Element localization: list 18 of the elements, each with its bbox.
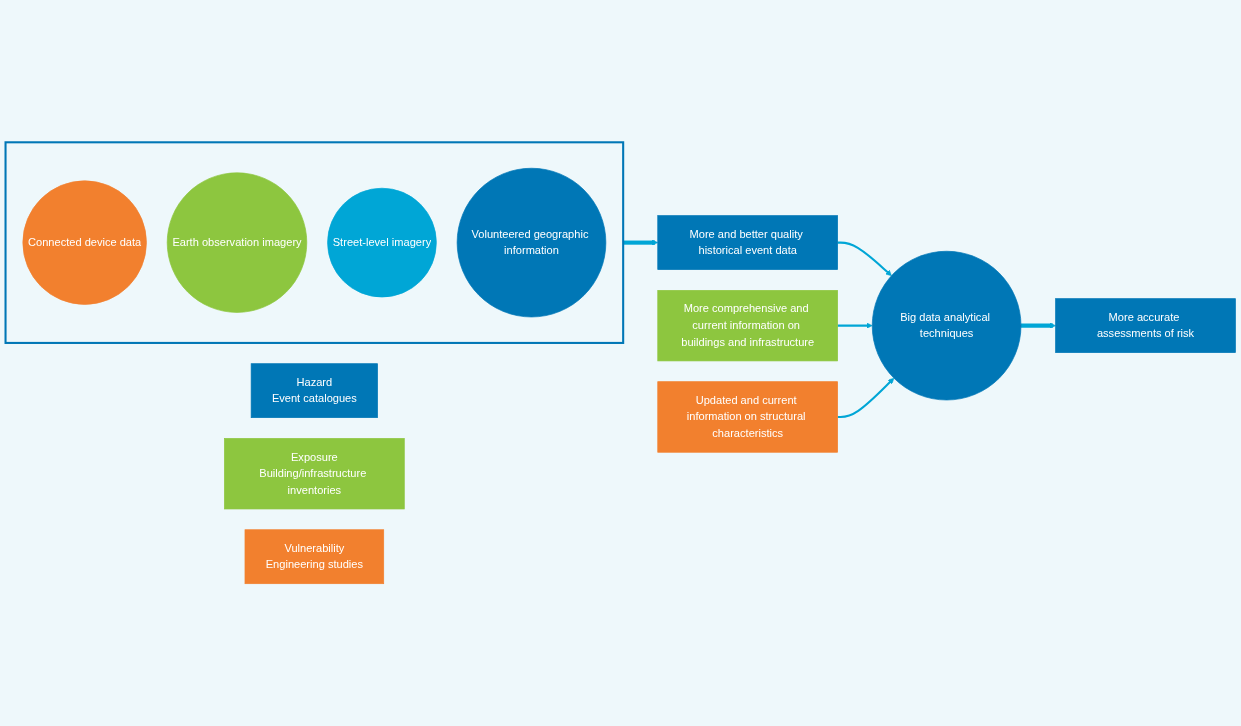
cluster <box>4 141 625 344</box>
node-circle: Big data analytical techniques <box>871 250 1022 401</box>
node-box: Updated and current information on structural characteristics <box>657 381 838 453</box>
arrow <box>623 239 659 246</box>
node-box: More and better quality historical event data <box>657 215 838 270</box>
arrow <box>837 241 892 276</box>
node-box: More comprehensive and current information on buildings and infrastructure <box>657 290 838 362</box>
node-box: Exposure Building/infrastructure inventories <box>224 438 405 510</box>
node-box: Hazard Event catalogues <box>250 363 378 418</box>
arrow <box>837 322 873 329</box>
node-box: More accurate assessments of risk <box>1055 298 1236 353</box>
node-circle: Connected device data <box>22 180 147 305</box>
node-circle: Street-level imagery <box>327 187 437 298</box>
node-circle: Volunteered geographic information <box>456 167 607 318</box>
arrow <box>1021 322 1056 329</box>
arrow <box>837 377 895 418</box>
node-box: Vulnerability Engineering studies <box>244 529 385 585</box>
node-circle: Earth observation imagery <box>166 172 308 313</box>
